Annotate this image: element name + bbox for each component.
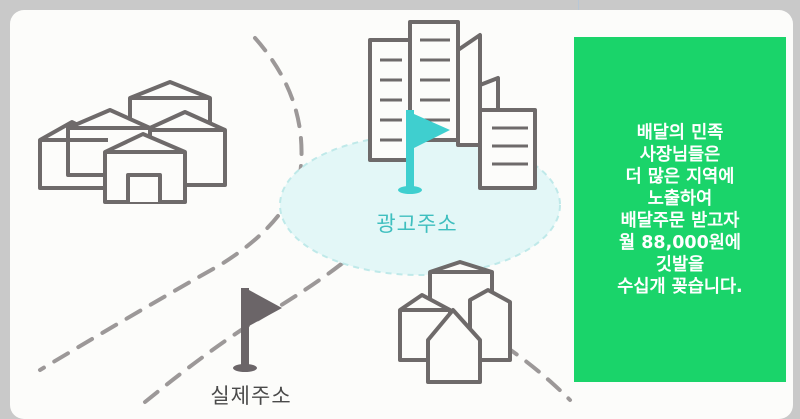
notice-line: 월 88,000원에 [619, 232, 741, 253]
notice-line: 노출하여 [647, 188, 713, 209]
notice-line: 배달주문 받고자 [620, 210, 740, 231]
notice-line: 수십개 꽂습니다. [617, 276, 743, 297]
road-main [38, 36, 304, 372]
notice-line: 사장님들은 [639, 144, 721, 165]
house-cluster-icon [38, 80, 227, 204]
teal-flag-icon [398, 110, 450, 194]
ad-address-label: 광고주소 [376, 212, 458, 236]
notice-line: 더 많은 지역에 [625, 166, 735, 187]
notice-line: 배달의 민족 [636, 122, 724, 143]
dark-flag-icon [233, 288, 282, 372]
notice-box: 배달의 민족 사장님들은 더 많은 지역에 노출하여 배달주문 받고자 월 88… [574, 37, 786, 382]
notice-line: 깃발을 [655, 254, 705, 275]
small-house-cluster-icon [398, 260, 512, 384]
real-address-label: 실제주소 [210, 384, 292, 408]
building-cluster-icon [368, 20, 537, 190]
map-illustration [38, 20, 572, 404]
